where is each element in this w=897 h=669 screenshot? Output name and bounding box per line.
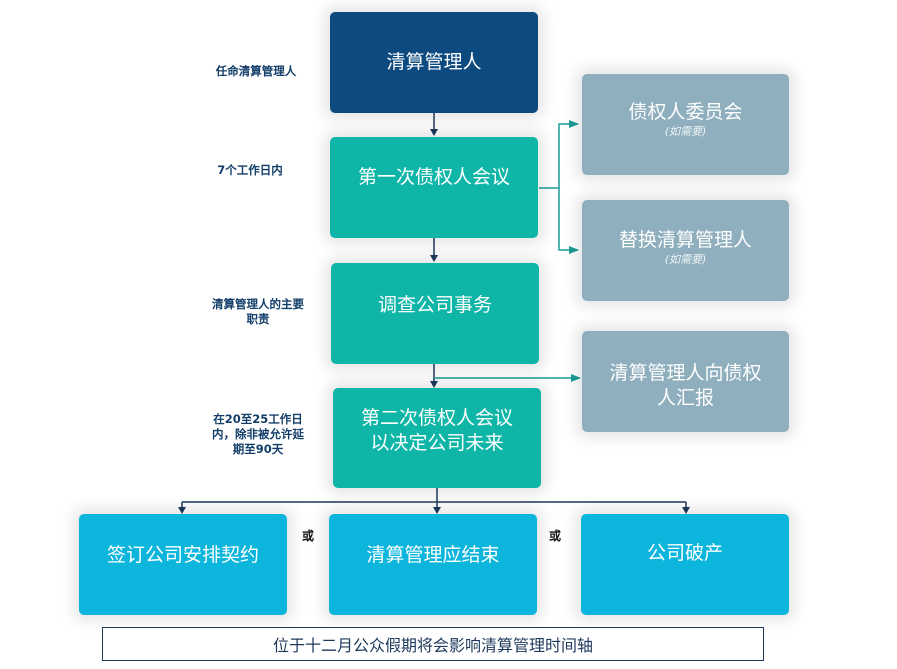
box-outcome-bankrupt-text: 公司破产 xyxy=(646,542,723,564)
label-deadline: 在20至25工作日 内，除非被允许延 期至90天 xyxy=(198,412,318,457)
timeline-note: 位于十二月公众假期将会影响清算管理时间轴 xyxy=(102,627,764,661)
arrowhead xyxy=(433,507,441,514)
box-second-meeting: 第二次债权人会议 以决定公司未来 xyxy=(333,388,541,488)
box-investigate-text: 调查公司事务 xyxy=(377,294,492,316)
box-second-meeting-line: 第二次债权人会议 xyxy=(360,407,513,429)
arrowhead xyxy=(430,129,438,136)
box-replace: 替换清算管理人 (如需要) xyxy=(582,200,789,301)
box-outcome-bankrupt: 公司破产 xyxy=(581,514,789,615)
arrowhead xyxy=(682,507,690,514)
label-deadline-line: 在20至25工作日 xyxy=(213,412,303,426)
label-appoint: 任命清算管理人 xyxy=(196,64,316,79)
arrowhead xyxy=(178,507,186,514)
box-committee-title: 债权人委员会 xyxy=(628,101,743,123)
box-outcome-arrangement-text: 签订公司安排契约 xyxy=(106,544,259,566)
branch-first-to-side xyxy=(539,120,579,189)
box-liquidator: 清算管理人 xyxy=(330,12,538,113)
box-committee: 债权人委员会 (如需要) xyxy=(582,74,789,175)
label-appoint-text: 任命清算管理人 xyxy=(215,64,297,78)
label-deadline-line: 内，除非被允许延 xyxy=(212,427,304,441)
or-label-left: 或 xyxy=(302,529,315,543)
label-duties-line: 清算管理人的主要 xyxy=(212,297,304,311)
box-investigate: 调查公司事务 xyxy=(331,263,539,364)
label-duties: 清算管理人的主要 职责 xyxy=(198,297,318,327)
arrowhead xyxy=(430,255,438,262)
box-outcome-end-text: 清算管理应结束 xyxy=(366,544,500,566)
box-outcome-arrangement: 签订公司安排契约 xyxy=(79,514,287,615)
box-liquidator-text: 清算管理人 xyxy=(386,51,482,73)
box-report-line: 清算管理人向债权 xyxy=(609,362,762,384)
label-duties-line: 职责 xyxy=(246,312,270,326)
box-first-meeting: 第一次债权人会议 xyxy=(330,137,538,238)
label-seven-days: 7个工作日内 xyxy=(200,163,300,178)
box-report: 清算管理人向债权 人汇报 xyxy=(582,331,789,432)
arrowhead xyxy=(430,381,438,388)
timeline-note-text: 位于十二月公众假期将会影响清算管理时间轴 xyxy=(272,636,593,655)
or-label-right: 或 xyxy=(549,529,562,543)
box-committee-note: (如需要) xyxy=(664,125,707,138)
box-first-meeting-text: 第一次债权人会议 xyxy=(357,166,510,188)
box-second-meeting-line: 以决定公司未来 xyxy=(370,432,504,454)
box-report-line: 人汇报 xyxy=(656,387,714,409)
box-replace-title: 替换清算管理人 xyxy=(618,229,752,251)
label-deadline-line: 期至90天 xyxy=(232,442,284,456)
box-replace-note: (如需要) xyxy=(664,253,707,266)
branch-first-to-replace xyxy=(558,188,579,254)
box-outcome-end: 清算管理应结束 xyxy=(329,514,537,615)
label-seven-days-text: 7个工作日内 xyxy=(217,163,283,177)
